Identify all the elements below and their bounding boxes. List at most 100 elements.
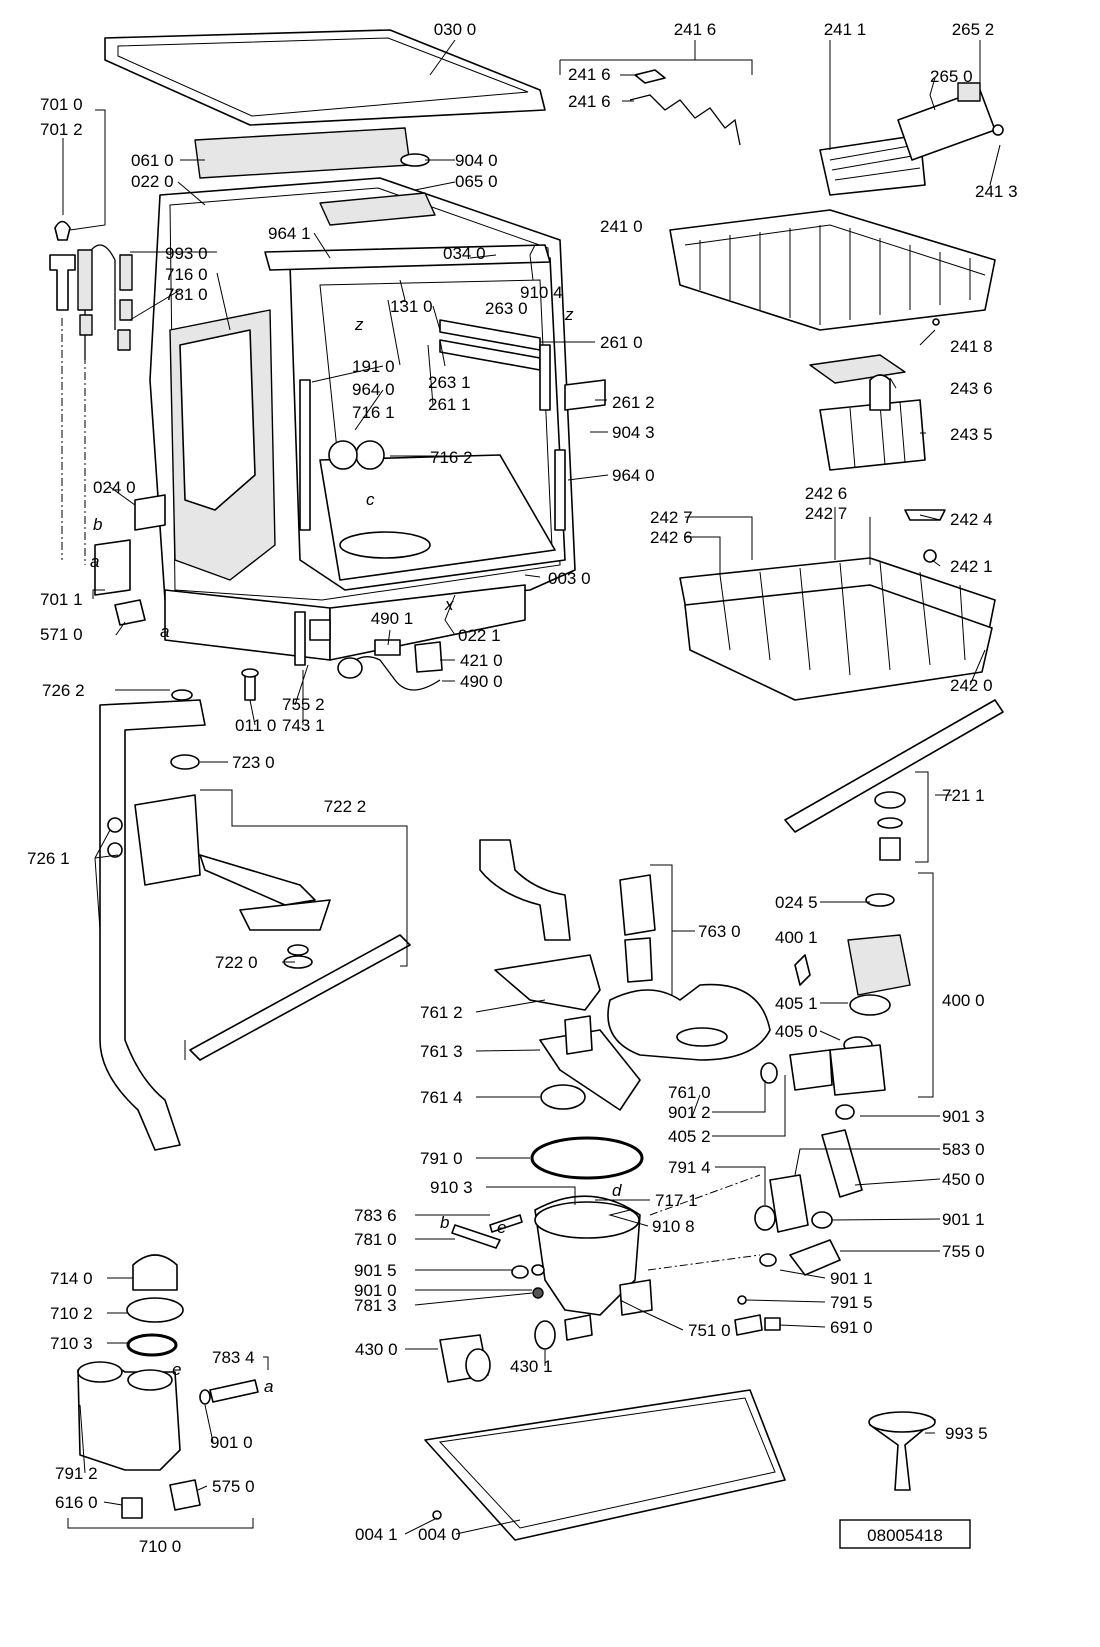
callout-label: 242 6 [805, 484, 848, 503]
callout-label: 761 2 [420, 1003, 463, 1022]
callout-label: 722 2 [324, 797, 367, 816]
callout-label: 241 3 [975, 182, 1018, 201]
callout-label: 781 0 [165, 285, 208, 304]
callout-label: 723 0 [232, 753, 275, 772]
callout-label: 265 2 [952, 20, 995, 39]
callout-label: 714 0 [50, 1269, 93, 1288]
callout-label: 901 0 [210, 1433, 253, 1452]
document-number-box [839, 1519, 971, 1549]
callout-labels: 030 0 241 6 241 6 241 6 241 1 265 2 265 … [27, 20, 1018, 1556]
callout-label: 783 6 [354, 1206, 397, 1225]
spray-system [99, 689, 1004, 1151]
callout-label: 993 0 [165, 244, 208, 263]
connection-letter: e [172, 1360, 181, 1379]
callout-label: 405 0 [775, 1022, 818, 1041]
connection-letter: a [90, 552, 99, 571]
callout-label: 261 0 [600, 333, 643, 352]
callout-label: 242 7 [650, 508, 693, 527]
base-and-funnel [424, 1389, 936, 1541]
callout-label: 242 4 [950, 510, 993, 529]
callout-label: 751 0 [688, 1321, 731, 1340]
callout-label: 964 0 [612, 466, 655, 485]
callout-label: 964 1 [268, 224, 311, 243]
callout-label: 783 4 [212, 1348, 255, 1367]
callout-label: 722 0 [215, 953, 258, 972]
sump-motor [439, 872, 934, 1383]
callout-label: 022 1 [458, 626, 501, 645]
callout-label: 910 3 [430, 1178, 473, 1197]
callout-label: 400 1 [775, 928, 818, 947]
callout-label: 022 0 [131, 172, 174, 191]
callout-label: 243 6 [950, 379, 993, 398]
callout-label: 490 0 [460, 672, 503, 691]
callout-label: 716 1 [352, 403, 395, 422]
callout-label: 421 0 [460, 651, 503, 670]
connection-letter: z [564, 305, 574, 324]
callout-label: 781 3 [354, 1296, 397, 1315]
callout-label: 904 0 [455, 151, 498, 170]
callout-label: 430 0 [355, 1340, 398, 1359]
callout-label: 263 1 [428, 373, 471, 392]
callout-label: 243 5 [950, 425, 993, 444]
callout-label: 763 0 [698, 922, 741, 941]
callout-label: 242 6 [650, 528, 693, 547]
callout-label: 241 8 [950, 337, 993, 356]
callout-label: 910 8 [652, 1217, 695, 1236]
callout-label: 242 0 [950, 676, 993, 695]
callout-label: 265 0 [930, 67, 973, 86]
callout-label: 710 0 [139, 1537, 182, 1556]
callout-label: 761 4 [420, 1088, 463, 1107]
callout-label: 430 1 [510, 1357, 553, 1376]
callout-label: 131 0 [390, 297, 433, 316]
callout-label: 901 0 [354, 1281, 397, 1300]
callout-label: 024 5 [775, 893, 818, 912]
callout-label: 405 1 [775, 994, 818, 1013]
connection-letter: d [612, 1181, 622, 1200]
connection-letters: z z b a a x c b e d e a [90, 305, 622, 1396]
callout-label: 901 3 [942, 1107, 985, 1126]
callout-label: 575 0 [212, 1477, 255, 1496]
baskets [559, 59, 1004, 701]
callout-label: 701 1 [40, 590, 83, 609]
callout-label: 901 1 [830, 1269, 873, 1288]
callout-label: 261 2 [612, 393, 655, 412]
callout-label: 755 2 [282, 695, 325, 714]
callout-label: 904 3 [612, 423, 655, 442]
connection-letter: c [366, 490, 375, 509]
callout-label: 910 4 [520, 283, 563, 302]
water-softener [67, 1214, 545, 1529]
callout-label: 011 0 [235, 716, 276, 735]
leader-lines [62, 39, 1001, 1535]
callout-label: 400 0 [942, 991, 985, 1010]
callout-label: 004 1 [355, 1525, 398, 1544]
callout-label: 716 2 [430, 448, 473, 467]
callout-label: 030 0 [434, 20, 477, 39]
callout-label: 721 1 [942, 786, 985, 805]
callout-label: 791 2 [55, 1464, 98, 1483]
callout-label: 241 6 [568, 92, 611, 111]
callout-label: 901 5 [354, 1261, 397, 1280]
callout-label: 901 1 [942, 1210, 985, 1229]
tub-cabinet [49, 29, 606, 701]
callout-label: 726 2 [42, 681, 85, 700]
callout-label: 761 0 [668, 1083, 711, 1102]
connection-letter: a [160, 622, 169, 641]
callout-label: 241 0 [600, 217, 643, 236]
callout-label: 691 0 [830, 1318, 873, 1337]
callout-label: 743 1 [282, 716, 325, 735]
callout-label: 781 0 [354, 1230, 397, 1249]
callout-label: 241 1 [824, 20, 867, 39]
callout-label: 791 5 [830, 1293, 873, 1312]
connection-letter: b [93, 515, 102, 534]
connection-letter: e [497, 1218, 506, 1237]
callout-label: 791 4 [668, 1158, 711, 1177]
connection-letter: b [440, 1213, 449, 1232]
callout-label: 061 0 [131, 151, 174, 170]
callout-label: 450 0 [942, 1170, 985, 1189]
callout-label: 263 0 [485, 299, 528, 318]
callout-label: 583 0 [942, 1140, 985, 1159]
callout-label: 701 2 [40, 120, 83, 139]
callout-label: 901 2 [668, 1103, 711, 1122]
callout-label: 261 1 [428, 395, 471, 414]
